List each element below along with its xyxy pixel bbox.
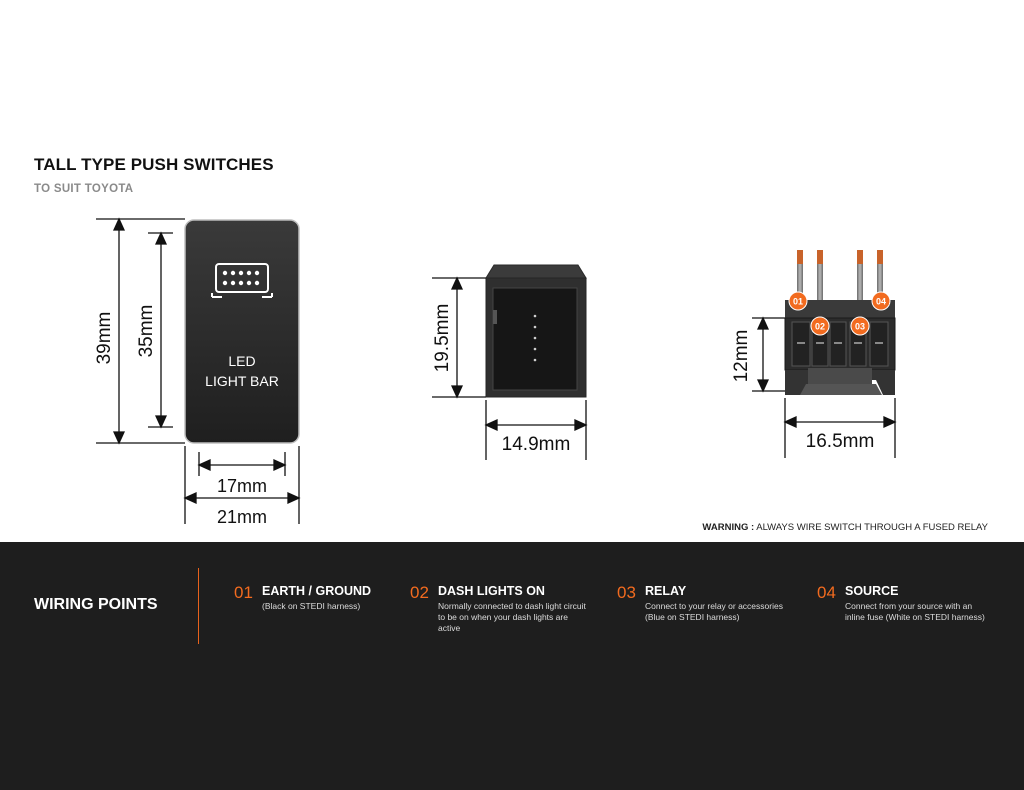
light-bar-icon bbox=[211, 263, 273, 298]
side-width-label: 14.9mm bbox=[502, 434, 571, 455]
wiring-point-number: 04 bbox=[817, 583, 836, 602]
pin-marker-01: 01 bbox=[788, 291, 808, 311]
rear-body bbox=[785, 300, 895, 320]
switch-label-line1: LED bbox=[228, 353, 255, 369]
wiring-points-panel: WIRING POINTS 01 EARTH / GROUND (Black o… bbox=[0, 542, 1024, 790]
warning-note: WARNING : ALWAYS WIRE SWITCH THROUGH A F… bbox=[702, 522, 988, 533]
svg-text:03: 03 bbox=[855, 322, 865, 332]
wiring-point-label: EARTH / GROUND bbox=[262, 584, 372, 598]
front-view: LED LIGHT BAR 39mm 35mm 17mm bbox=[94, 217, 301, 527]
footer-divider bbox=[198, 568, 199, 644]
rear-height-label: 12mm bbox=[731, 330, 752, 383]
svg-text:04: 04 bbox=[876, 297, 886, 307]
wiring-point-number: 03 bbox=[617, 583, 636, 602]
side-height-label: 19.5mm bbox=[432, 304, 453, 373]
wiring-point-description: Connect from your source with an inline … bbox=[845, 601, 985, 622]
wiring-point-number: 02 bbox=[410, 583, 429, 602]
dimension-diagrams: LED LIGHT BAR 39mm 35mm 17mm bbox=[94, 217, 897, 527]
wiring-point-description: (Black on STEDI harness) bbox=[262, 601, 361, 611]
svg-text:01: 01 bbox=[793, 297, 803, 307]
wiring-point-label: SOURCE bbox=[845, 584, 899, 598]
warning-label: WARNING : bbox=[702, 522, 755, 533]
wiring-point-number: 01 bbox=[234, 583, 253, 602]
pin-marker-04: 04 bbox=[871, 291, 891, 311]
rear-view: 01 02 03 04 12mm bbox=[731, 250, 897, 458]
height-inner-label: 35mm bbox=[136, 305, 157, 358]
page-title: TALL TYPE PUSH SWITCHES bbox=[34, 155, 274, 174]
wiring-point-description: Connect to your relay or accessories (Bl… bbox=[645, 601, 783, 622]
rear-width-label: 16.5mm bbox=[806, 431, 875, 452]
switch-face bbox=[184, 219, 300, 444]
width-inner-label: 17mm bbox=[217, 476, 267, 496]
side-body-top bbox=[485, 264, 587, 279]
svg-text:02: 02 bbox=[815, 322, 825, 332]
pin-marker-02: 02 bbox=[810, 316, 830, 336]
wiring-point-label: RELAY bbox=[645, 584, 687, 598]
warning-text: ALWAYS WIRE SWITCH THROUGH A FUSED RELAY bbox=[756, 522, 988, 533]
switch-label-line2: LIGHT BAR bbox=[205, 373, 279, 389]
width-outer-label: 21mm bbox=[217, 507, 267, 527]
page-subtitle: TO SUIT TOYOTA bbox=[34, 183, 134, 195]
height-outer-label: 39mm bbox=[94, 312, 115, 365]
pin-marker-03: 03 bbox=[850, 316, 870, 336]
side-view: 19.5mm 14.9mm bbox=[432, 264, 588, 460]
wiring-points-title: WIRING POINTS bbox=[34, 596, 158, 613]
wiring-point-description: Normally connected to dash light circuit… bbox=[438, 601, 586, 633]
wiring-point-label: DASH LIGHTS ON bbox=[438, 584, 545, 598]
